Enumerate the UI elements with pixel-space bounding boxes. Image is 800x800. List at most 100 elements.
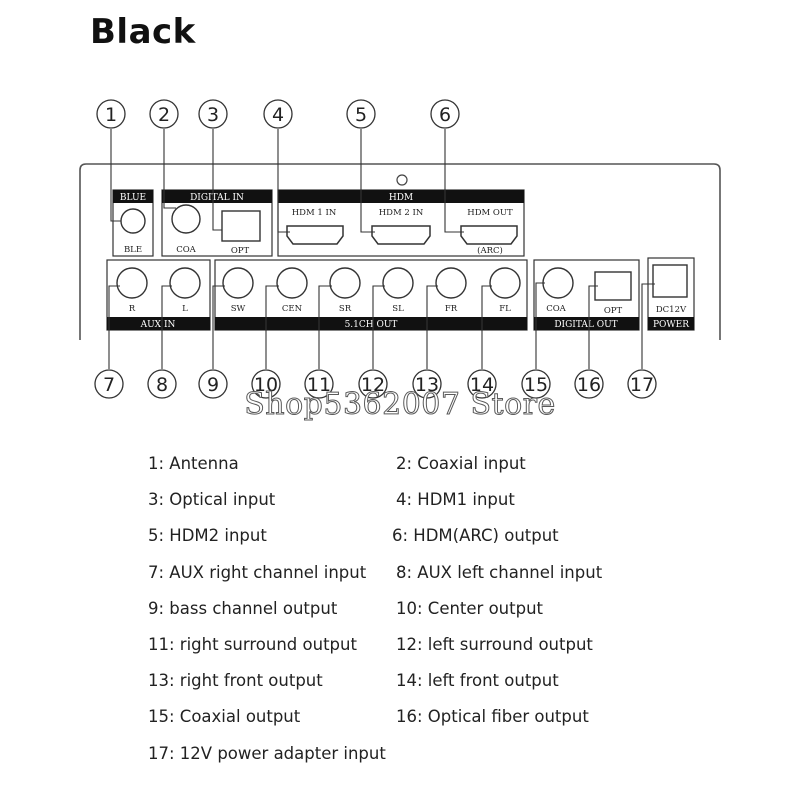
leader-3: [212, 129, 222, 231]
leader-8: [161, 285, 172, 369]
callout-5: 5: [355, 104, 367, 126]
fr-label: FR: [445, 304, 458, 314]
digital-in-bar: [162, 190, 272, 203]
legend-row: 5: HDM2 input 6: HDM(ARC) output: [148, 526, 668, 562]
legend-row: 11: right surround output 12: left surro…: [148, 635, 668, 671]
ch-out-bar: [215, 317, 527, 330]
callout-9: 9: [207, 374, 219, 396]
leader-7: [108, 285, 120, 369]
aux-in-bar: [107, 317, 210, 330]
legend-item: 16: Optical fiber output: [396, 707, 589, 727]
aux-l-jack: [169, 267, 201, 299]
antenna-jack: [120, 208, 146, 234]
hdmi1-port: [286, 225, 344, 245]
legend-item: 6: HDM(ARC) output: [392, 526, 559, 546]
leader-9: [212, 285, 225, 369]
legend-row: 15: Coaxial output 16: Optical fiber out…: [148, 707, 668, 743]
coax-out-jack: [542, 267, 574, 299]
legend-item: 5: HDM2 input: [148, 526, 267, 546]
callout-circle-10: [251, 369, 281, 399]
callout-11: 11: [307, 374, 331, 396]
panel-screw: [396, 174, 408, 186]
coa-in-label: COA: [176, 245, 196, 255]
fl-jack: [489, 267, 521, 299]
aux-r-jack: [116, 267, 148, 299]
legend-item: 1: Antenna: [148, 454, 239, 473]
arc-label: (ARC): [477, 245, 503, 256]
legend-row: 1: Antenna 2: Coaxial input: [148, 454, 668, 490]
legend-item: 9: bass channel output: [148, 598, 338, 618]
legend-item: 14: left front output: [396, 671, 559, 691]
callout-circle-8: [147, 369, 177, 399]
hdmi1-label: HDM 1 IN: [292, 208, 337, 218]
leader-2: [163, 129, 176, 209]
callout-7: 7: [103, 374, 115, 396]
hdmi2-label: HDM 2 IN: [379, 208, 424, 218]
blue-bar: [113, 190, 153, 203]
legend-item: 12: left surround output: [396, 634, 593, 654]
l-label: L: [182, 304, 188, 314]
dc-label: DC12V: [656, 305, 687, 315]
legend-row: 3: Optical input 4: HDM1 input: [148, 490, 668, 526]
callout-circle-2: [149, 99, 179, 129]
leader-1: [110, 129, 121, 222]
r-label: R: [129, 304, 136, 314]
opt-out-label: OPT: [604, 306, 623, 316]
callout-circle-17: [627, 369, 657, 399]
callout-15: 15: [524, 374, 548, 396]
blue-bar-label: BLUE: [120, 193, 146, 203]
leader-15: [535, 282, 545, 369]
ble-label: BLE: [124, 245, 142, 255]
legend-item: 7: AUX right channel input: [148, 562, 367, 582]
legend-item: 17: 12V power adapter input: [148, 743, 386, 763]
hdmi-out-port: [460, 225, 518, 245]
coa-out-label: COA: [546, 304, 566, 314]
leader-17: [641, 283, 655, 369]
digital-in-bar-label: DIGITAL IN: [190, 193, 244, 203]
aux-in-bar-label: AUX IN: [140, 320, 176, 330]
sw-label: SW: [231, 304, 246, 314]
leader-16: [588, 285, 598, 369]
sl-label: SL: [392, 304, 404, 314]
callout-1: 1: [105, 104, 117, 126]
sr-jack: [329, 267, 361, 299]
digital-out-bar-label: DIGITAL OUT: [554, 320, 617, 330]
leader-13: [426, 285, 438, 369]
legend-row: 7: AUX right channel input 8: AUX left c…: [148, 563, 668, 599]
leader-4: [277, 129, 290, 233]
leader-10: [265, 285, 279, 369]
rear-panel-diagram: BLUE DIGITAL IN HDM BLE COA OPT HDM 1 IN…: [79, 99, 721, 399]
callout-14: 14: [470, 374, 494, 396]
callout-17: 17: [630, 374, 654, 396]
port-legend: 1: Antenna 2: Coaxial input 3: Optical i…: [148, 454, 668, 780]
dc-power-port: [652, 264, 688, 298]
legend-item: 15: Coaxial output: [148, 707, 301, 727]
callout-circle-1: [96, 99, 126, 129]
callout-circle-5: [346, 99, 376, 129]
callout-circle-9: [198, 369, 228, 399]
callout-2: 2: [158, 104, 170, 126]
callout-12: 12: [361, 374, 385, 396]
callout-3: 3: [207, 104, 219, 126]
coax-in-jack: [171, 204, 201, 234]
leader-12: [372, 285, 385, 369]
leader-11: [318, 285, 332, 369]
chassis-outline: [79, 163, 721, 340]
callout-circle-4: [263, 99, 293, 129]
callout-6: 6: [439, 104, 451, 126]
legend-item: 3: Optical input: [148, 490, 276, 510]
hdmi-bar-label: HDM: [389, 193, 413, 203]
callout-circle-13: [412, 369, 442, 399]
legend-item: 8: AUX left channel input: [396, 562, 603, 582]
ch-out-bar-label: 5.1CH OUT: [345, 320, 398, 330]
callout-8: 8: [156, 374, 168, 396]
callout-circle-6: [430, 99, 460, 129]
opt-in-label: OPT: [231, 246, 250, 256]
callout-16: 16: [577, 374, 601, 396]
callout-circle-16: [574, 369, 604, 399]
legend-item: 10: Center output: [396, 598, 544, 618]
sr-label: SR: [339, 304, 352, 314]
sw-jack: [222, 267, 254, 299]
hdmi2-port: [371, 225, 431, 245]
legend-item: 13: right front output: [148, 671, 323, 691]
